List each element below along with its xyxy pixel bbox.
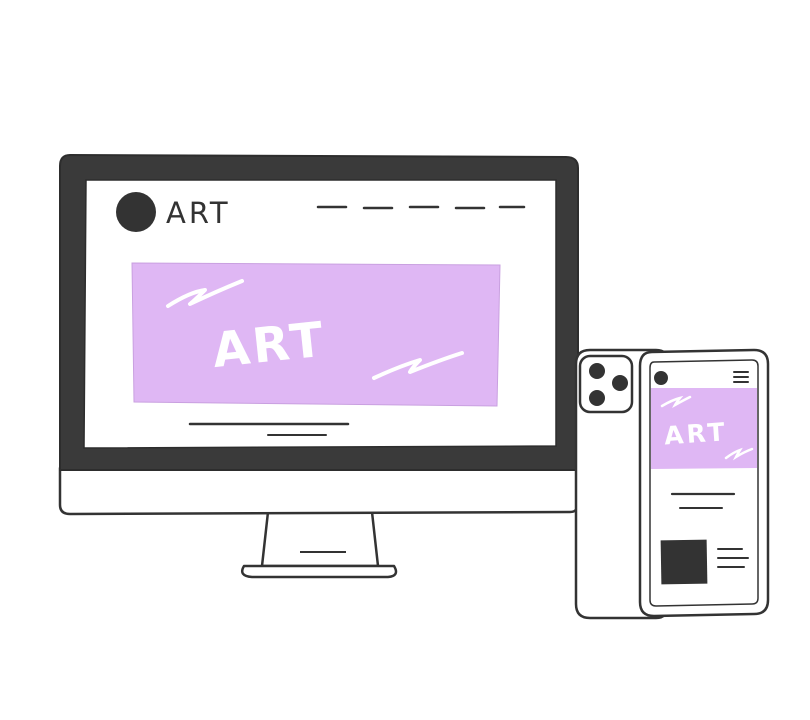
camera-lens-3: [589, 390, 605, 406]
desktop-hero-text: ART: [210, 311, 329, 379]
monitor-stand-neck: [260, 511, 380, 568]
desktop-nav-dashes: [316, 205, 526, 210]
desktop-hero-banner: [131, 262, 501, 407]
monitor-chin: [58, 466, 580, 516]
desktop-logo-circle: [116, 192, 156, 232]
camera-lens-1: [589, 363, 605, 379]
phone-hero-text: ART: [663, 417, 728, 450]
phone-front: ART: [638, 348, 770, 618]
phone-logo-circle: [654, 371, 668, 385]
monitor-stand-base: [241, 564, 398, 579]
desktop-monitor: ART ART: [58, 153, 580, 579]
phone-hero-squiggle-bottom: [724, 447, 754, 461]
hamburger-menu-icon[interactable]: [733, 371, 749, 383]
camera-lens-2: [612, 375, 628, 391]
hero-squiggle-top: [166, 279, 244, 308]
desktop-logo-text: ART: [166, 196, 231, 230]
phone-side-text-lines: [717, 548, 749, 568]
phone-image-block: [660, 539, 708, 585]
phone-hero-banner: [651, 388, 757, 469]
phone-hero-squiggle-top: [660, 395, 692, 409]
hero-squiggle-bottom: [372, 351, 464, 380]
